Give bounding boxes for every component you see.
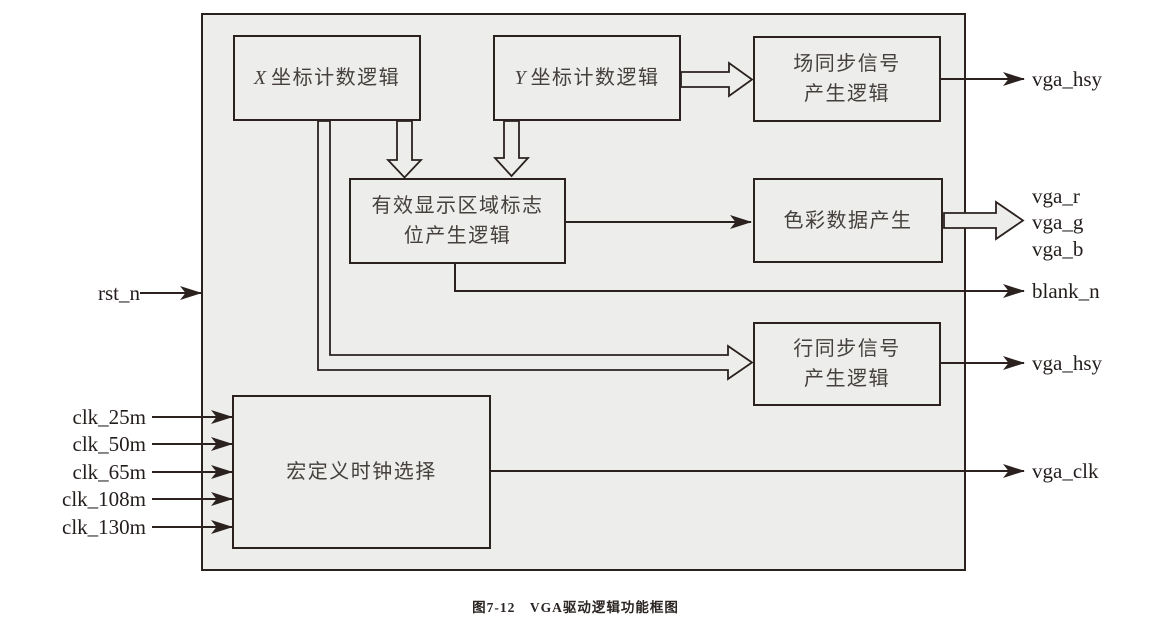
label-vga-b: vga_b (1032, 237, 1084, 261)
block-label-variable: X (253, 67, 267, 89)
hollow-arrow-x-to-hsync (317, 120, 754, 381)
label-rst-n: rst_n (98, 281, 140, 305)
label-vga-g: vga_g (1032, 210, 1084, 234)
hollow-arrow-y-to-active-area (492, 120, 531, 178)
block-active-display-area-flag: 有效显示区域标志 位产生逻辑 (349, 178, 566, 264)
hollow-arrow-y-to-vsync (680, 61, 754, 98)
label-clk-50m: clk_50m (72, 432, 147, 456)
block-label-line2: 产生逻辑 (804, 83, 890, 105)
block-label: 宏定义时钟选择 (286, 461, 437, 483)
label-clk-108m: clk_108m (62, 487, 146, 511)
block-label: 坐标计数逻辑 (530, 67, 660, 89)
block-label-line2: 产生逻辑 (804, 368, 890, 390)
block-label: 坐标计数逻辑 (271, 67, 401, 89)
block-label: 色彩数据产生 (783, 209, 913, 232)
block-y-coordinate-counter: Y 坐标计数逻辑 (493, 35, 681, 121)
arrow-active-to-blank-n (454, 262, 1025, 298)
block-x-coordinate-counter: X 坐标计数逻辑 (233, 35, 421, 121)
block-label-line1: 行同步信号 (793, 338, 901, 360)
label-clk-130m: clk_130m (62, 515, 146, 539)
label-vga-hsy-bottom: vga_hsy (1032, 351, 1102, 375)
figure-caption: 图7-12 VGA驱动逻辑功能框图 (472, 600, 679, 615)
block-label-variable: Y (514, 67, 526, 89)
label-clk-65m: clk_65m (72, 460, 147, 484)
hollow-arrow-color-to-rgb (943, 200, 1025, 241)
label-vga-r: vga_r (1032, 184, 1080, 208)
label-vga-clk: vga_clk (1032, 459, 1099, 483)
block-macro-clock-select: 宏定义时钟选择 (232, 395, 491, 549)
block-vsync-signal-generator: 场同步信号 产生逻辑 (753, 36, 941, 122)
hollow-arrow-x-to-active-area (385, 120, 424, 179)
label-vga-hsy-top: vga_hsy (1032, 67, 1102, 91)
block-hsync-signal-generator: 行同步信号 产生逻辑 (753, 322, 941, 406)
label-blank-n: blank_n (1032, 279, 1100, 303)
block-label-line2: 位产生逻辑 (403, 225, 512, 247)
block-label-line1: 场同步信号 (793, 53, 901, 75)
block-color-data-generator: 色彩数据产生 (753, 178, 943, 263)
block-label-line1: 有效显示区域标志 (371, 195, 544, 217)
label-clk-25m: clk_25m (72, 405, 147, 429)
